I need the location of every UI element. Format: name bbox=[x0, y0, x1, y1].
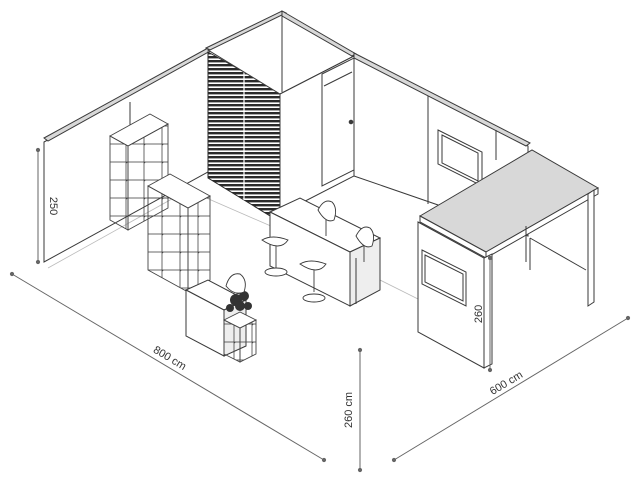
dim-depth bbox=[391, 315, 631, 463]
dim-width bbox=[9, 271, 327, 463]
overall-height-label: 260 cm bbox=[343, 392, 355, 428]
chair-back-1 bbox=[317, 200, 337, 236]
stool-1 bbox=[261, 236, 289, 277]
dim-left-height bbox=[35, 147, 41, 265]
right-tower bbox=[417, 149, 600, 369]
width-label: 800 cm bbox=[151, 344, 188, 373]
stool-2 bbox=[299, 260, 327, 303]
tower-height-label: 260 bbox=[473, 305, 485, 323]
cube-shelf-front bbox=[147, 173, 211, 293]
back-counter bbox=[268, 197, 382, 307]
chairs bbox=[261, 200, 375, 303]
left-height-label: 250 bbox=[47, 197, 59, 215]
plant-stand bbox=[222, 311, 258, 363]
dim-tower-height bbox=[487, 255, 493, 373]
chair-front bbox=[225, 273, 246, 294]
chair-back-2 bbox=[355, 226, 375, 262]
dim-overall-height bbox=[357, 347, 363, 473]
